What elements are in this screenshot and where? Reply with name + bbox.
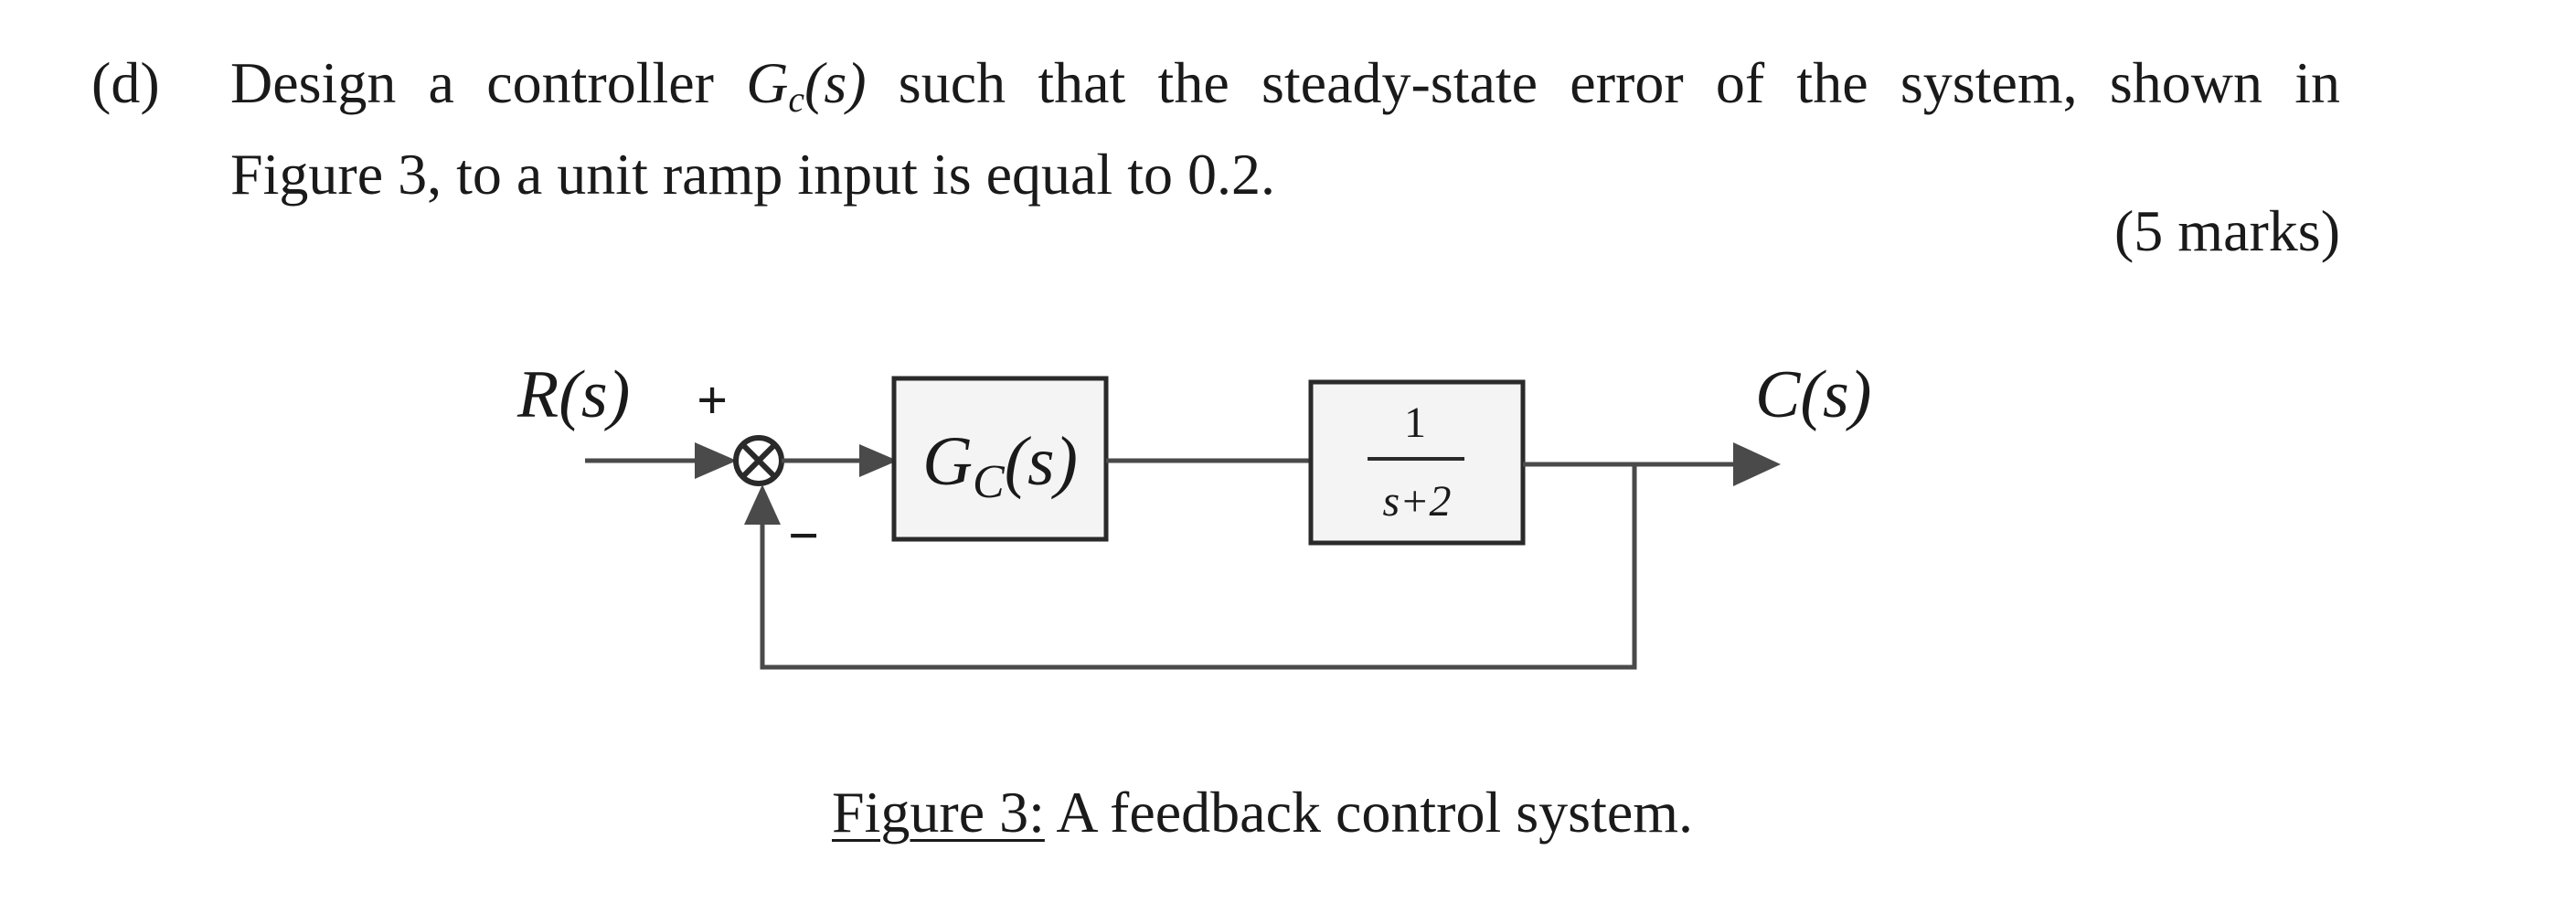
caption-text: A feedback control system.	[1044, 780, 1694, 845]
question-text: Design a controller Gc(s) such that the …	[230, 46, 2340, 212]
figure-caption: Figure 3: A feedback control system.	[832, 775, 1693, 850]
output-arrowhead	[1733, 442, 1781, 486]
plant-block	[1308, 379, 1526, 546]
feedback-arrowhead	[744, 484, 781, 525]
question-label: (d)	[91, 50, 160, 115]
word: such	[898, 50, 1006, 115]
plus-sign: +	[697, 370, 728, 430]
word: controller	[486, 50, 714, 115]
input-arrowhead	[695, 442, 737, 479]
word: shown	[2109, 50, 2262, 115]
word: the	[1157, 50, 1229, 115]
error-arrowhead	[859, 444, 898, 477]
question-line-1: Design a controller Gc(s) such that the …	[230, 46, 2340, 137]
plant-denominator: s+2	[1382, 477, 1451, 526]
word: in	[2294, 50, 2340, 115]
input-label: R(s)	[516, 357, 630, 432]
word: a	[428, 50, 454, 115]
feedback-path	[760, 464, 1637, 670]
word: of	[1715, 50, 1765, 115]
word: system,	[1900, 50, 2078, 115]
word: the	[1796, 50, 1868, 115]
word: steady-state	[1261, 50, 1538, 115]
marks-allocation: (5 marks)	[2113, 198, 2340, 263]
minus-sign: −	[788, 505, 819, 566]
plant-numerator: 1	[1404, 399, 1426, 447]
summing-junction	[733, 435, 784, 486]
question-line-2: Figure 3, to a unit ramp input is equal …	[230, 141, 1275, 207]
word: Design	[230, 50, 397, 115]
word: that	[1038, 50, 1126, 115]
controller-label: GC(s)	[922, 423, 1078, 508]
figure-reference: Figure 3:	[832, 780, 1045, 845]
output-label: C(s)	[1755, 357, 1871, 432]
controller-symbol: Gc(s)	[746, 50, 867, 120]
word: error	[1570, 50, 1684, 115]
